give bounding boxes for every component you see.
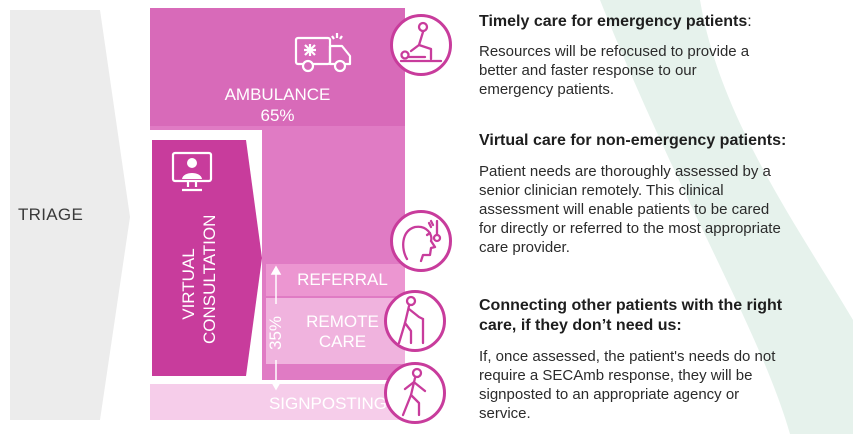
section2-line2: senior clinician remotely. This clinical [479,182,724,199]
section2-heading: Virtual care for non-emergency patients: [479,132,787,149]
section3-heading: Connecting other patients with the right… [479,296,844,336]
virtual-consultation-text: VIRTUAL CONSULTATION [178,214,222,344]
section1-heading: Timely care for emergency patients: [479,12,839,32]
section1-line1: Resources will be refocused to provide a [479,43,750,60]
ambulance-label: AMBULANCE 65% [150,84,405,126]
section3-line1: If, once assessed, the patient's needs d… [479,348,776,365]
ambulance-top-shade [150,8,405,126]
signposting-row [150,384,405,420]
signposting-label: SIGNPOSTING [268,394,388,413]
triage-arrow [10,10,130,420]
section3-text: If, once assessed, the patient's needs d… [479,347,849,423]
section2-line1: Patient needs are thoroughly assessed by… [479,163,771,180]
remote-care-label: REMOTE CARE [285,312,400,352]
percent-35-label: 35% [266,315,285,350]
virtual-label-line1: VIRTUAL [179,248,198,320]
section3-line3: signposted to an appropriate agency or [479,386,740,403]
ambulance-icon [294,33,352,73]
virtual-consultation-block [152,140,246,376]
section1-heading-bold: Timely care for emergency patients [479,13,748,30]
section2-line5: care provider. [479,239,570,256]
section1-line3: emergency patients. [479,81,615,98]
section3-heading-line1: Connecting other patients with the right [479,297,783,314]
section1-heading-suffix: : [747,13,752,30]
monitor-doctor-icon [171,151,213,192]
section3-heading-line2: care, if they don’t need us: [479,317,682,334]
section2-text: Patient needs are thoroughly assessed by… [479,162,849,257]
remote-care-line1: REMOTE [306,312,379,331]
elderly-walker-icon [384,290,446,352]
walking-person-icon [384,362,446,424]
section3-line2: require a SECAmb response, they will be [479,367,753,384]
virtual-arrow [234,140,262,376]
ambulance-title: AMBULANCE [224,85,331,104]
remote-care-row [266,298,405,364]
fever-patient-icon [390,210,452,272]
section1-text: Resources will be refocused to provide a… [479,42,844,99]
ambulance-percent: 65% [260,106,295,125]
section1-line2: better and faster response to our [479,62,697,79]
section2-line4: for directly or referred to the most app… [479,220,781,237]
cpr-icon [390,14,452,76]
section2-line3: assessment will enable patients to be ca… [479,201,770,218]
percent-bracket [270,265,282,391]
referral-row [266,264,405,296]
section3-line4: service. [479,405,531,422]
referral-label: REFERRAL [297,270,388,289]
triage-label: TRIAGE [18,205,84,224]
remote-care-line2: CARE [318,332,367,351]
virtual-label-line2: CONSULTATION [200,214,219,344]
percent-35-wrap: 35% [256,316,296,350]
virtual-consultation-label: VIRTUAL CONSULTATION [140,215,260,344]
